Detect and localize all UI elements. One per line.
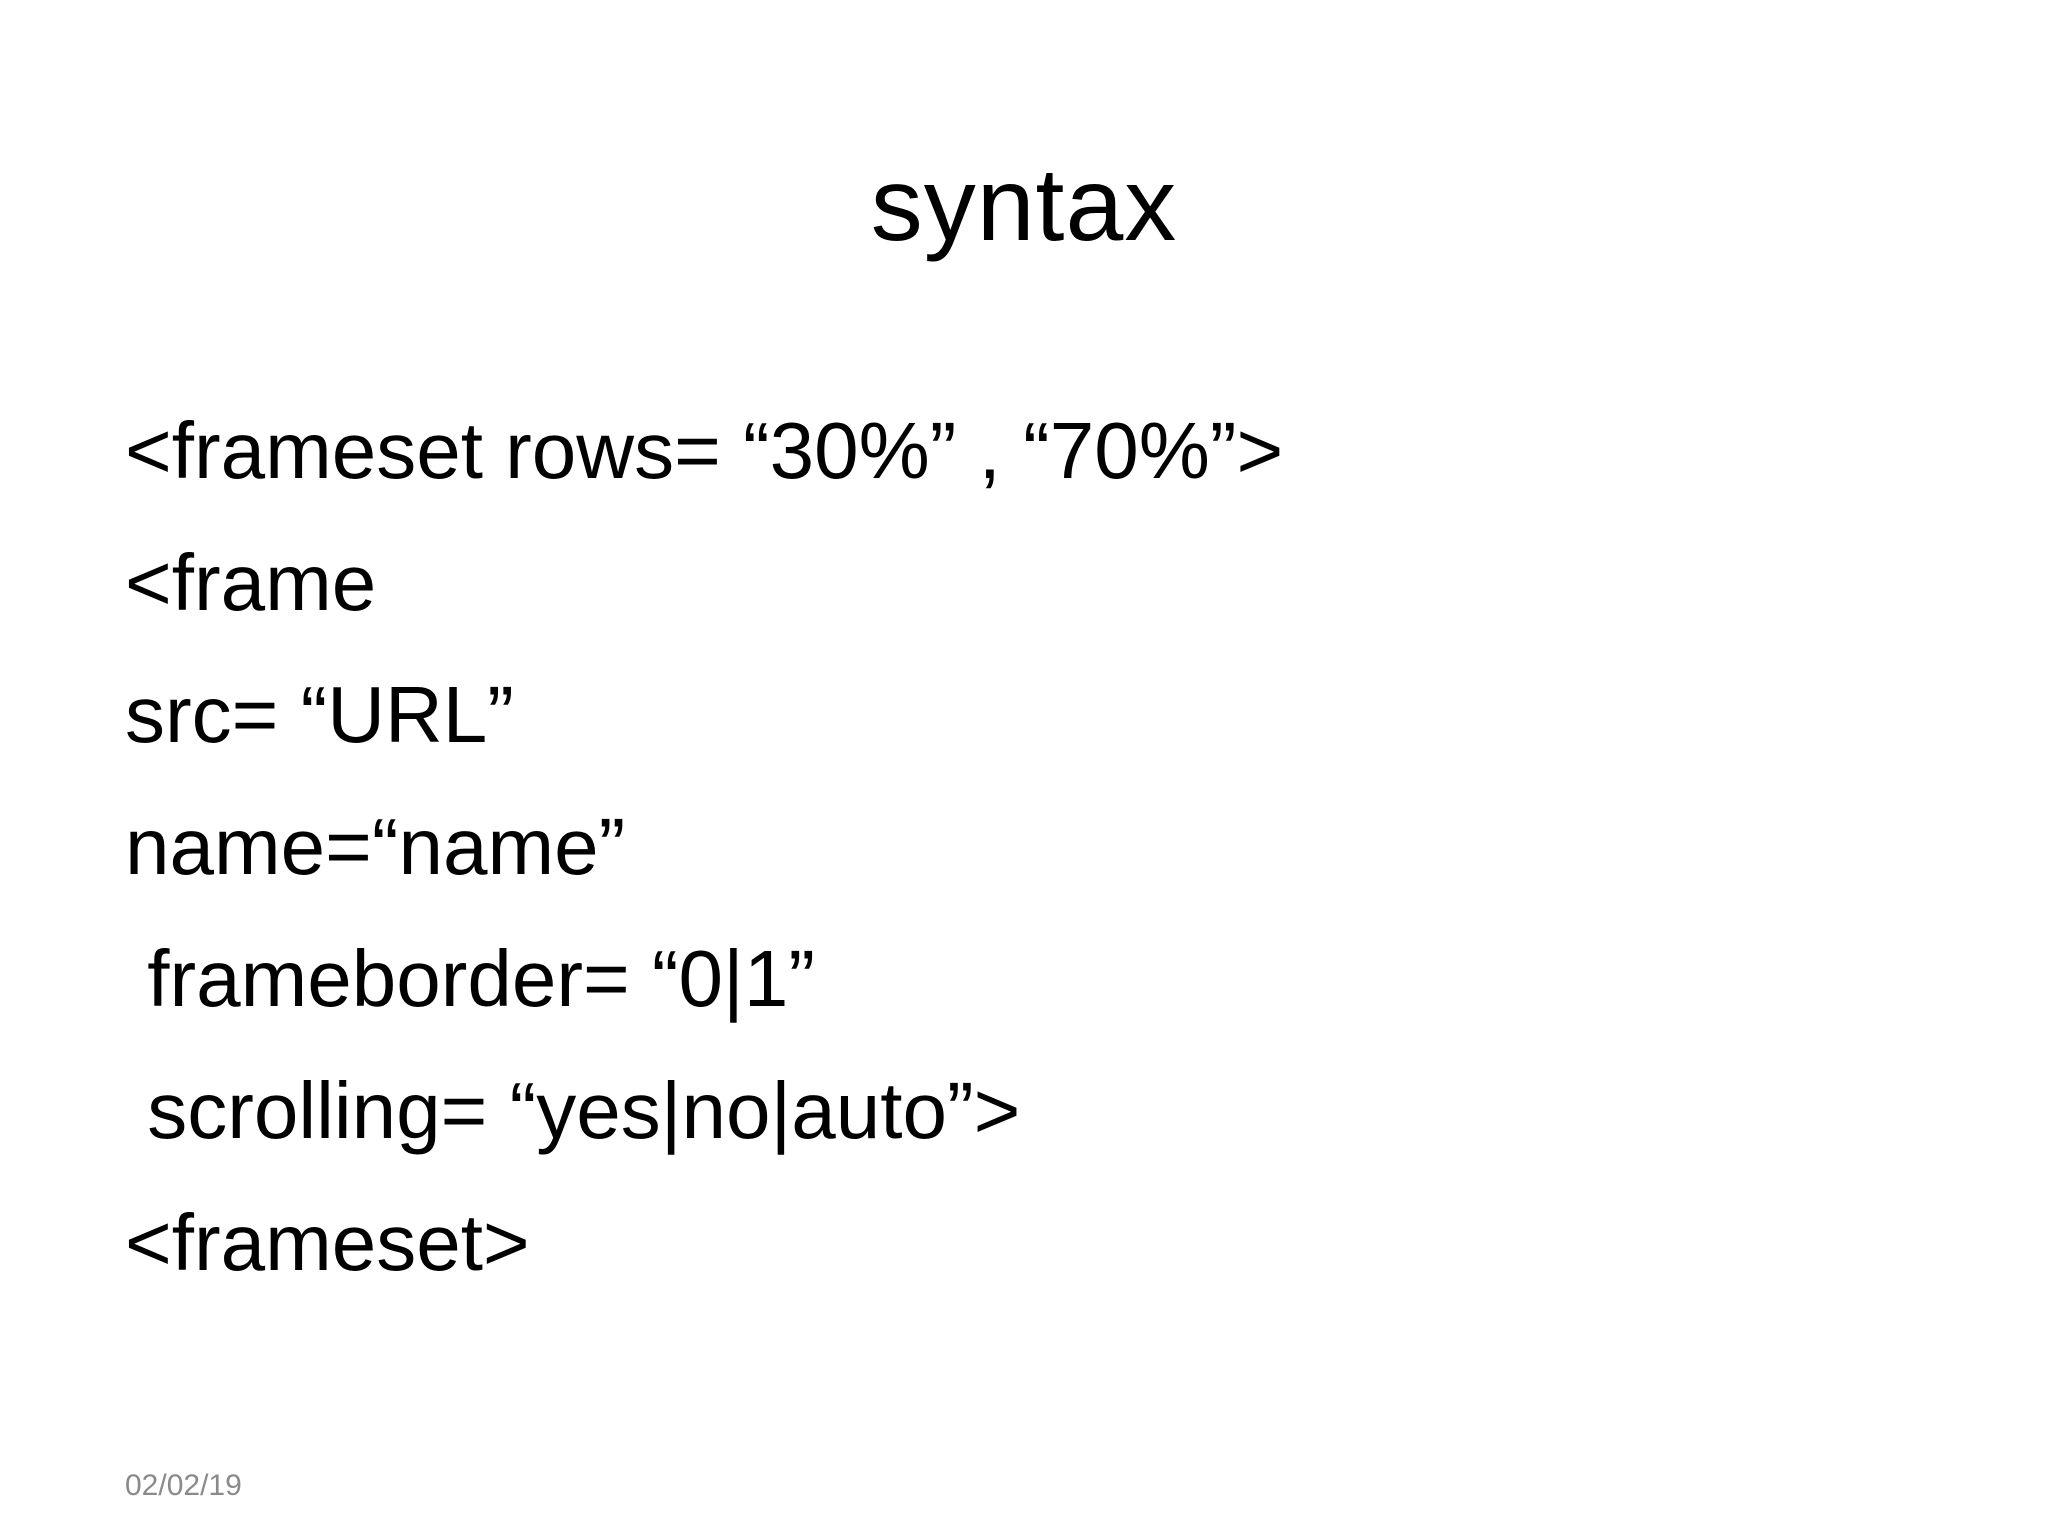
code-line-name: name=“name” xyxy=(125,802,626,891)
code-line-src: src= “URL” xyxy=(125,670,514,759)
code-line-frameset-close: <frameset> xyxy=(125,1198,530,1287)
code-line-scrolling: scrolling= “yes|no|auto”> xyxy=(125,1066,1021,1155)
slide-title: syntax xyxy=(870,147,1178,263)
slide-date: 02/02/19 xyxy=(125,1469,242,1502)
code-line-frameborder: frameborder= “0|1” xyxy=(125,934,815,1023)
code-line-frameset-open: <frameset rows= “30%” , “70%”> xyxy=(125,406,1284,495)
slide-body: <frameset rows= “30%” , “70%”> <frame sr… xyxy=(125,385,1925,1309)
code-line-frame-open: <frame xyxy=(125,538,377,627)
